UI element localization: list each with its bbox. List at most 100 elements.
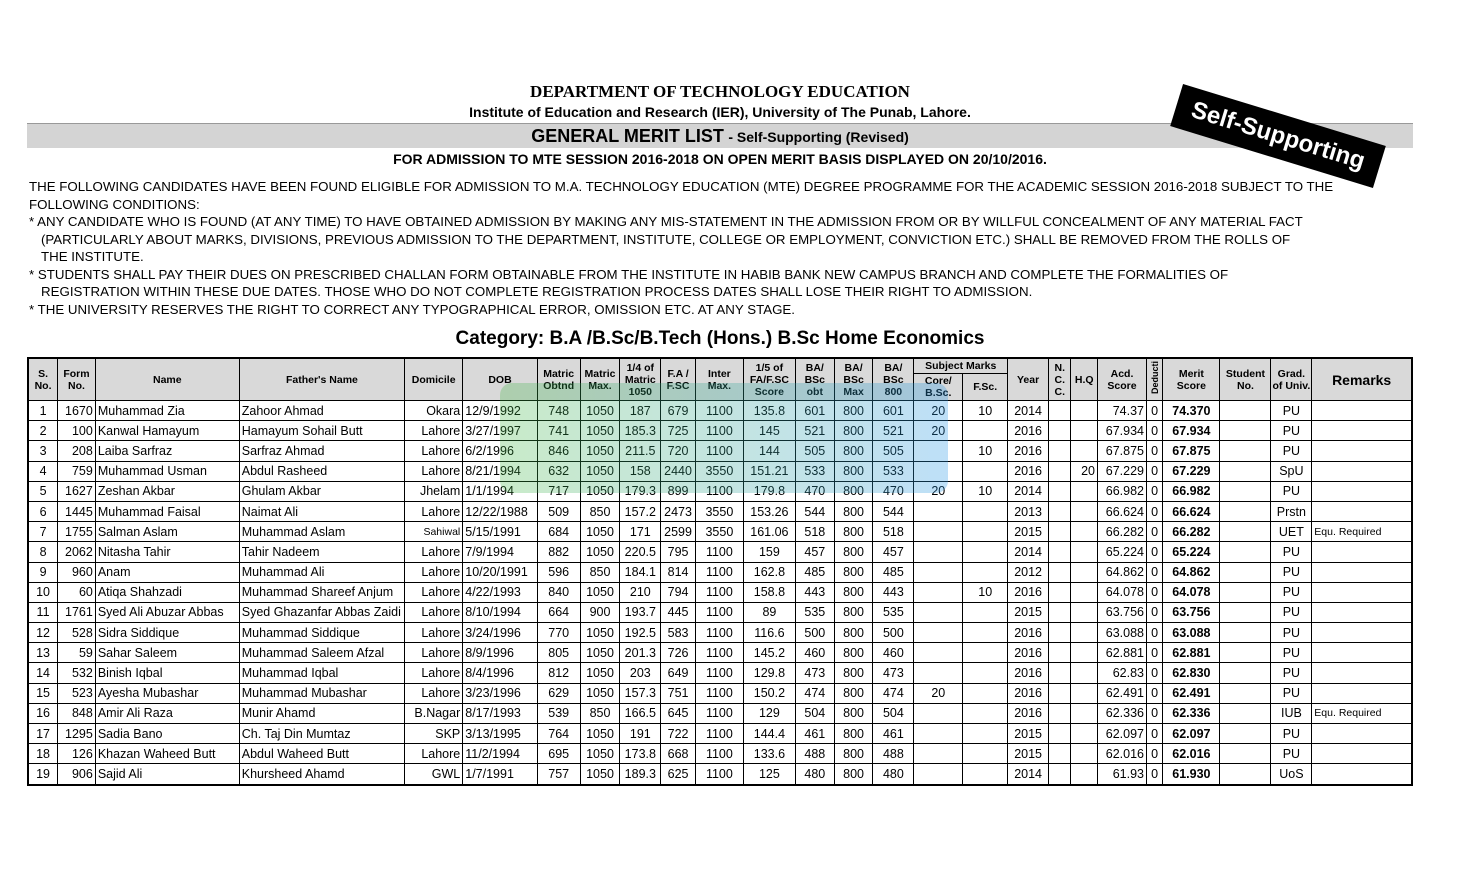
cell-inter-max: 1100 [694,581,744,603]
cell-grad-univ: PU [1270,440,1313,462]
cell-ba-obt: 535 [794,601,835,624]
cell-fa: 899 [660,480,696,502]
cell-father: Tahir Nadeem [238,541,406,563]
col-fifth-fa: 1/5 of FA/F.SC Score [742,357,796,401]
cell-quarter-matric: 201.3 [619,642,662,664]
cell-matric-max: 1050 [579,460,621,482]
cell-dob: 3/24/1996 [462,622,538,644]
cell-student-no [1219,642,1272,664]
cell-grad-univ: UET [1270,521,1313,543]
cell-ba-800: 505 [872,440,915,462]
cell-ba-max: 800 [833,541,874,563]
cell-year: 2013 [1007,500,1050,523]
cell-hq [1070,581,1098,603]
cell-ba-800: 521 [872,420,915,442]
cell-form: 960 [57,561,96,583]
cell-fa: 668 [660,743,696,765]
cell-fifth-fa: 150.2 [742,682,796,704]
cell-grad-univ: PU [1270,642,1313,664]
cell-merit: 67.229 [1162,460,1221,482]
cell-merit: 67.934 [1162,420,1221,442]
cell-ba-obt: 544 [794,500,835,523]
cell-father: Muhammad Mubashar [238,682,406,704]
cell-name: Kanwal Hamayum [94,420,240,442]
cell-fifth-fa: 161.06 [742,521,796,543]
cell-name: Sidra Siddique [94,622,240,644]
col-subject-marks: Subject Marks [913,357,1009,374]
cell-merit: 74.370 [1162,399,1221,422]
cell-core-bsc: 20 [913,420,964,442]
cell-sno: 14 [27,662,59,684]
cell-quarter-matric: 192.5 [619,622,662,644]
cell-sno: 9 [27,561,59,583]
cell-core-bsc [913,722,964,745]
cell-acd: 63.088 [1097,622,1147,644]
cell-matric-max: 1050 [579,581,621,603]
cell-ba-max: 800 [833,561,874,583]
cell-matric-max: 1050 [579,480,621,502]
cell-form: 906 [57,763,96,786]
cell-ba-800: 460 [872,642,915,664]
cell-form: 759 [57,460,96,482]
cell-grad-univ: Prstn [1270,500,1313,523]
cell-form: 848 [57,702,96,725]
cell-hq [1070,561,1098,583]
cell-ba-800: 518 [872,521,915,543]
cell-fa: 794 [660,581,696,603]
cell-matric-obt: 812 [536,662,581,684]
cell-grad-univ: PU [1270,581,1313,603]
cell-deduction: 0 [1145,420,1164,442]
cell-domicile: Lahore [404,440,464,462]
cell-merit: 62.336 [1162,702,1221,725]
col-acd: Acd. Score [1097,357,1147,401]
cell-quarter-matric: 157.2 [619,500,662,523]
cell-hq [1070,642,1098,664]
cell-fsc [962,521,1009,543]
cell-hq [1070,682,1098,704]
cell-quarter-matric: 171 [619,521,662,543]
cell-name: Laiba Sarfraz [94,440,240,462]
cell-ncc [1048,722,1072,745]
condition-3: * THE UNIVERSITY RESERVES THE RIGHT TO C… [29,301,795,317]
cell-matric-obt: 805 [536,642,581,664]
cell-sno: 19 [27,763,59,786]
cell-matric-obt: 764 [536,722,581,745]
cell-deduction: 0 [1145,399,1164,422]
cell-dob: 7/9/1994 [462,541,538,563]
cell-deduction: 0 [1145,581,1164,603]
cell-matric-obt: 846 [536,440,581,462]
cell-fa: 726 [660,642,696,664]
col-quarter-matric: 1/4 of Matric 1050 [619,357,662,401]
cell-grad-univ: PU [1270,722,1313,745]
col-ba-obt: BA/ BSc obt [794,357,835,401]
cell-name: Muhammad Zia [94,399,240,422]
cell-ba-800: 601 [872,399,915,422]
cell-merit: 66.624 [1162,500,1221,523]
cell-deduction: 0 [1145,622,1164,644]
cell-year: 2014 [1007,541,1050,563]
cell-matric-max: 1050 [579,440,621,462]
cell-ncc [1048,763,1072,786]
cell-fsc [962,662,1009,684]
cell-fa: 725 [660,420,696,442]
cell-remarks: Equ. Required [1311,702,1413,725]
cell-deduction: 0 [1145,662,1164,684]
cell-form: 208 [57,440,96,462]
cell-quarter-matric: 157.3 [619,682,662,704]
cell-sno: 2 [27,420,59,442]
cell-matric-obt: 629 [536,682,581,704]
cell-core-bsc [913,541,964,563]
cell-domicile: Lahore [404,541,464,563]
condition-2: * STUDENTS SHALL PAY THEIR DUES ON PRESC… [29,266,1229,282]
cell-inter-max: 3550 [694,521,744,543]
cell-year: 2016 [1007,702,1050,725]
cell-domicile: B.Nagar [404,702,464,725]
cell-domicile: Lahore [404,682,464,704]
cell-remarks: Equ. Required [1311,521,1413,543]
cell-father: Muhammad Shareef Anjum [238,581,406,603]
